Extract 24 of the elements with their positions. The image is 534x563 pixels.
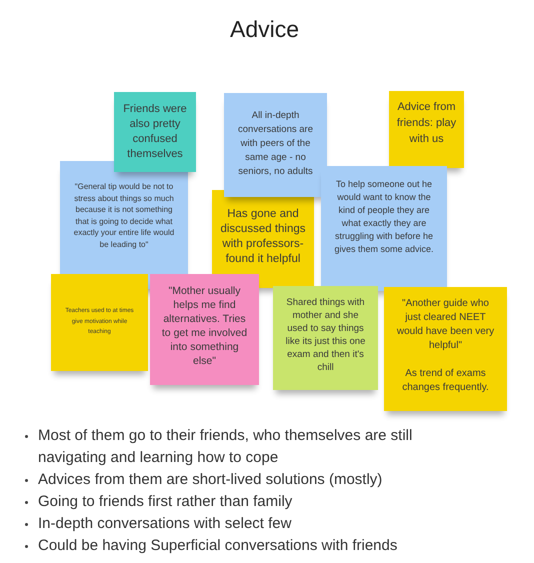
bullet-text: In-depth conversations with select few [38, 514, 292, 534]
sticky-note [384, 287, 507, 411]
sticky-note [150, 274, 259, 385]
note-text: Friends were also pretty confused themselves [122, 102, 188, 162]
bullet-text: Could be having Superficial conversations with friends [38, 536, 398, 556]
note-text: As trend of exams changes frequently. [401, 367, 490, 395]
note-text: "Mother usually helps me find alternatives. Tries to get me involved into something else" [160, 284, 248, 368]
bullet-text: Advices from them are short-lived solutions (mostly) [38, 470, 382, 490]
note-text: "General tip would be not to stress about things so much because it is not something that is going to decide what exactly your entire life would be leading to" [72, 181, 176, 250]
sticky-note [114, 92, 196, 172]
title: Advice [230, 15, 300, 44]
bullet-text: Going to friends first rather than family [38, 492, 292, 512]
note-text: Advice from friends: play with us [396, 100, 458, 147]
sticky-note [321, 166, 447, 291]
sticky-note [51, 274, 148, 371]
note-text: "Another guide who just cleared NEET would have been very helpful" [396, 297, 495, 353]
note-text: All in-depth conversations are with peers of the same age - no seniors, no adults [237, 109, 314, 179]
sticky-note [389, 91, 464, 168]
bullet-text: Most of them go to their friends, who themselves are still navigating and learning how to cope [38, 426, 414, 468]
note-text: Has gone and discussed things with professors- found it helpful [219, 207, 307, 267]
note-text: To help someone out he would want to know the kind of people they are what exactly they are struggling with before he gives them some advice. [333, 178, 435, 256]
sticky-note [224, 93, 327, 197]
sticky-note [273, 286, 378, 390]
note-text: Shared things with mother and she used to say things like its just this one exam and then it's chill [284, 296, 366, 374]
